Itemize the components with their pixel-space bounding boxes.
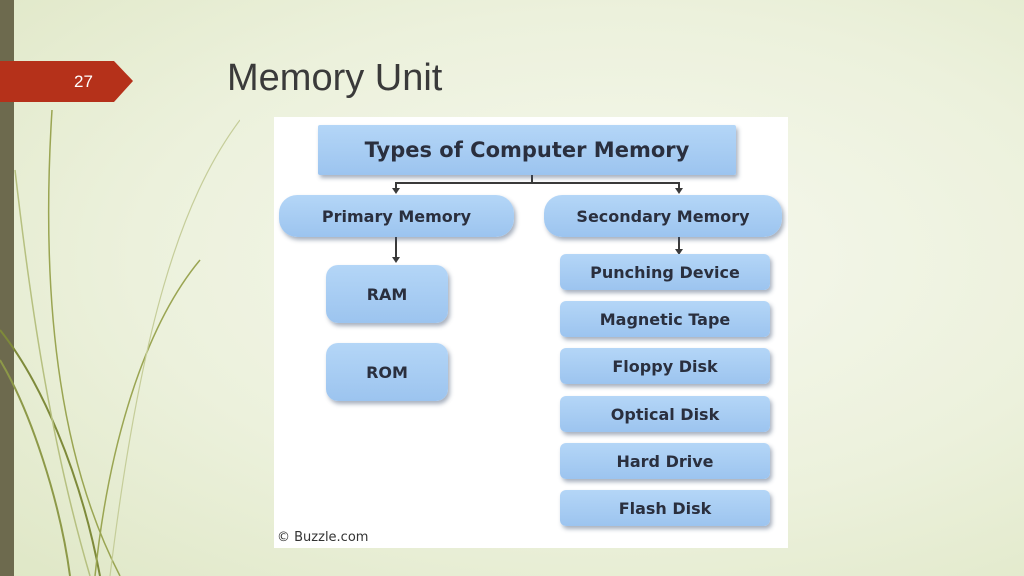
left-sidebar-bar xyxy=(0,0,14,576)
secondary-item-magnetic-tape: Magnetic Tape xyxy=(560,301,770,337)
image-credit: © Buzzle.com xyxy=(277,530,369,545)
root-connector-horizontal xyxy=(395,182,679,184)
secondary-item-floppy-disk: Floppy Disk xyxy=(560,348,770,384)
primary-connector xyxy=(395,182,397,188)
primary-item-ram: RAM xyxy=(326,265,448,323)
secondary-down-arrow-icon xyxy=(675,249,683,255)
decorative-curves xyxy=(0,109,240,576)
slide-title: Memory Unit xyxy=(227,57,443,99)
primary-arrow-icon xyxy=(392,188,400,194)
secondary-memory-node: Secondary Memory xyxy=(544,195,782,237)
primary-down-connector xyxy=(395,237,397,257)
root-node: Types of Computer Memory xyxy=(318,125,736,175)
primary-down-arrow-icon xyxy=(392,257,400,263)
secondary-arrow-icon xyxy=(675,188,683,194)
secondary-item-optical-disk: Optical Disk xyxy=(560,396,770,432)
secondary-item-flash-disk: Flash Disk xyxy=(560,490,770,526)
memory-types-diagram: Types of Computer Memory Primary Memory … xyxy=(274,117,788,548)
slide-number-tab: 27 xyxy=(0,61,133,102)
primary-memory-node: Primary Memory xyxy=(279,195,514,237)
secondary-connector xyxy=(678,182,680,188)
secondary-down-connector xyxy=(678,237,680,249)
secondary-item-hard-drive: Hard Drive xyxy=(560,443,770,479)
secondary-item-punching-device: Punching Device xyxy=(560,254,770,290)
root-connector-vertical xyxy=(531,175,533,183)
primary-item-rom: ROM xyxy=(326,343,448,401)
slide-number: 27 xyxy=(74,72,93,91)
